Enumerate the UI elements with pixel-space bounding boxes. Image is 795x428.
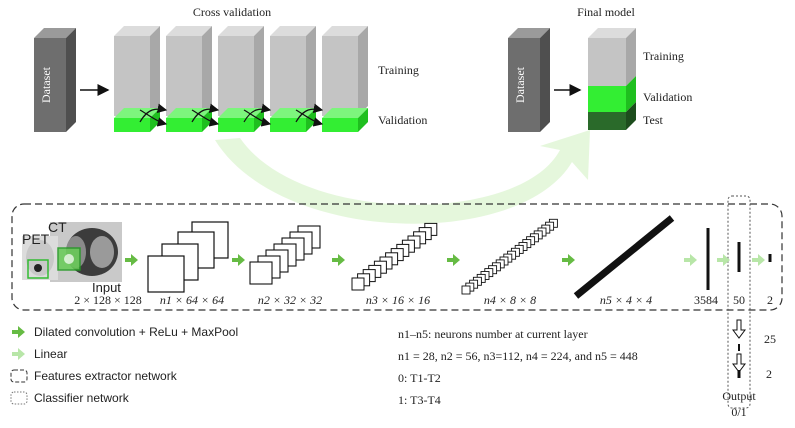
fc-dims: 50 (733, 293, 745, 307)
fold-3 (218, 26, 264, 132)
fm-validation-label: Validation (643, 90, 692, 104)
swap-arrows (139, 103, 324, 127)
out-dims: 2 (767, 293, 773, 307)
fold-1 (114, 26, 160, 132)
legend-features-label: Features extractor network (34, 369, 178, 383)
linear-arrows (684, 254, 765, 266)
flat-dims: 3584 (694, 293, 718, 307)
layer1-dims: n1 × 64 × 64 (160, 293, 224, 307)
legend-linear-icon (12, 348, 25, 360)
green-arrows (125, 254, 575, 266)
legend-classifier-icon (10, 391, 28, 405)
fold-2 (166, 26, 212, 132)
features-extractor-frame (11, 203, 783, 311)
pet-label: PET (22, 231, 50, 247)
cv-validation-label: Validation (378, 113, 427, 127)
note-class0: 0: T1-T2 (398, 371, 441, 385)
classifier-frame (727, 195, 751, 409)
notes: n1–n5: neurons number at current layer n… (398, 327, 638, 407)
legend-linear-label: Linear (34, 347, 67, 361)
ct-label: CT (48, 219, 67, 235)
note-values: n1 = 28, n2 = 56, n3=112, n4 = 224, and … (398, 349, 638, 363)
fm-dataset-box: Dataset (508, 28, 550, 132)
output-values: 0/1 (731, 405, 746, 419)
fm-stack (588, 28, 636, 130)
note-neurons: n1–n5: neurons number at current layer (398, 327, 588, 341)
input-label: Input (92, 280, 121, 295)
fold-5 (322, 26, 368, 132)
legend-dilated-icon (12, 326, 25, 338)
layer1-blocks (147, 221, 229, 293)
layer3-dims: n3 × 16 × 16 (366, 293, 430, 307)
side-2: 2 (766, 367, 772, 381)
big-curved-arrow (215, 130, 590, 224)
output-label: Output (722, 389, 756, 403)
layer4-block (461, 285, 471, 295)
cv-training-label: Training (378, 63, 419, 77)
layer4-blocks (461, 218, 558, 295)
fm-dataset-label: Dataset (513, 66, 527, 103)
classifier-tail (732, 319, 746, 378)
cv-dataset-box: Dataset (34, 28, 76, 132)
cv-folds (114, 26, 368, 132)
legend: Dilated convolution + ReLu + MaxPool Lin… (10, 325, 238, 405)
final-model-title: Final model (577, 5, 635, 19)
layer5-dims: n5 × 4 × 4 (600, 293, 652, 307)
layer2-blocks (249, 225, 321, 285)
layer2-dims: n2 × 32 × 32 (258, 293, 322, 307)
input-dims: 2 × 128 × 128 (74, 293, 142, 307)
fm-training-label: Training (643, 49, 684, 63)
side-25: 25 (764, 332, 776, 346)
fold-4 (270, 26, 316, 132)
cv-dataset-label: Dataset (39, 66, 53, 103)
layer5-bar (573, 215, 675, 299)
input-images (22, 222, 122, 282)
legend-dilated-label: Dilated convolution + ReLu + MaxPool (34, 325, 238, 339)
dimension-labels: 2 × 128 × 128 n1 × 64 × 64 n2 × 32 × 32 … (74, 293, 773, 307)
fm-test-label: Test (643, 113, 663, 127)
layer3-blocks (351, 222, 438, 291)
legend-classifier-label: Classifier network (34, 391, 130, 405)
layer3-block (351, 277, 365, 291)
cross-validation-title: Cross validation (193, 5, 271, 19)
legend-features-icon (10, 369, 28, 383)
note-class1: 1: T3-T4 (398, 393, 441, 407)
layer4-dims: n4 × 8 × 8 (484, 293, 536, 307)
